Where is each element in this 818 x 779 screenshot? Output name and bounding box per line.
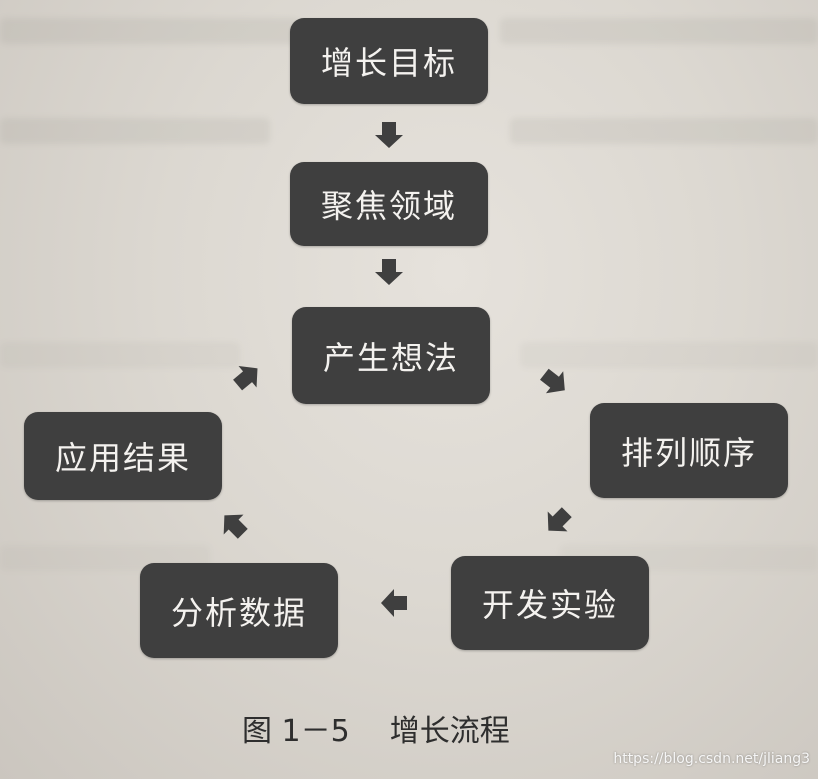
arrow-prioritize-to-experiments: [538, 502, 577, 541]
node-growth-goal: 增长目标: [290, 18, 488, 104]
arrow-ideas-to-prioritize: [535, 363, 574, 402]
arrow-experiments-to-analyze: [381, 589, 407, 617]
arrow-goal-to-focus: [375, 122, 403, 148]
arrow-focus-to-ideas: [375, 259, 403, 285]
node-focus-area: 聚焦领域: [290, 162, 488, 246]
arrow-analyze-to-apply: [214, 505, 253, 544]
figure-number: 图 1－5: [242, 714, 350, 749]
arrow-apply-to-ideas: [228, 357, 267, 396]
node-apply-results: 应用结果: [24, 412, 222, 500]
figure-title: 增长流程: [389, 714, 510, 749]
figure-caption: 图 1－5 增长流程: [242, 706, 510, 750]
bleed-through-text: [0, 18, 300, 44]
node-generate-ideas: 产生想法: [292, 307, 490, 404]
bleed-through-text: [520, 342, 818, 368]
node-run-experiments: 开发实验: [451, 556, 649, 650]
bleed-through-text: [0, 118, 270, 144]
node-prioritize: 排列顺序: [590, 403, 788, 498]
bleed-through-text: [0, 342, 240, 368]
node-analyze-data: 分析数据: [140, 563, 338, 658]
watermark: https://blog.csdn.net/jliang3: [613, 751, 810, 767]
bleed-through-text: [500, 18, 818, 44]
bleed-through-text: [510, 118, 818, 144]
